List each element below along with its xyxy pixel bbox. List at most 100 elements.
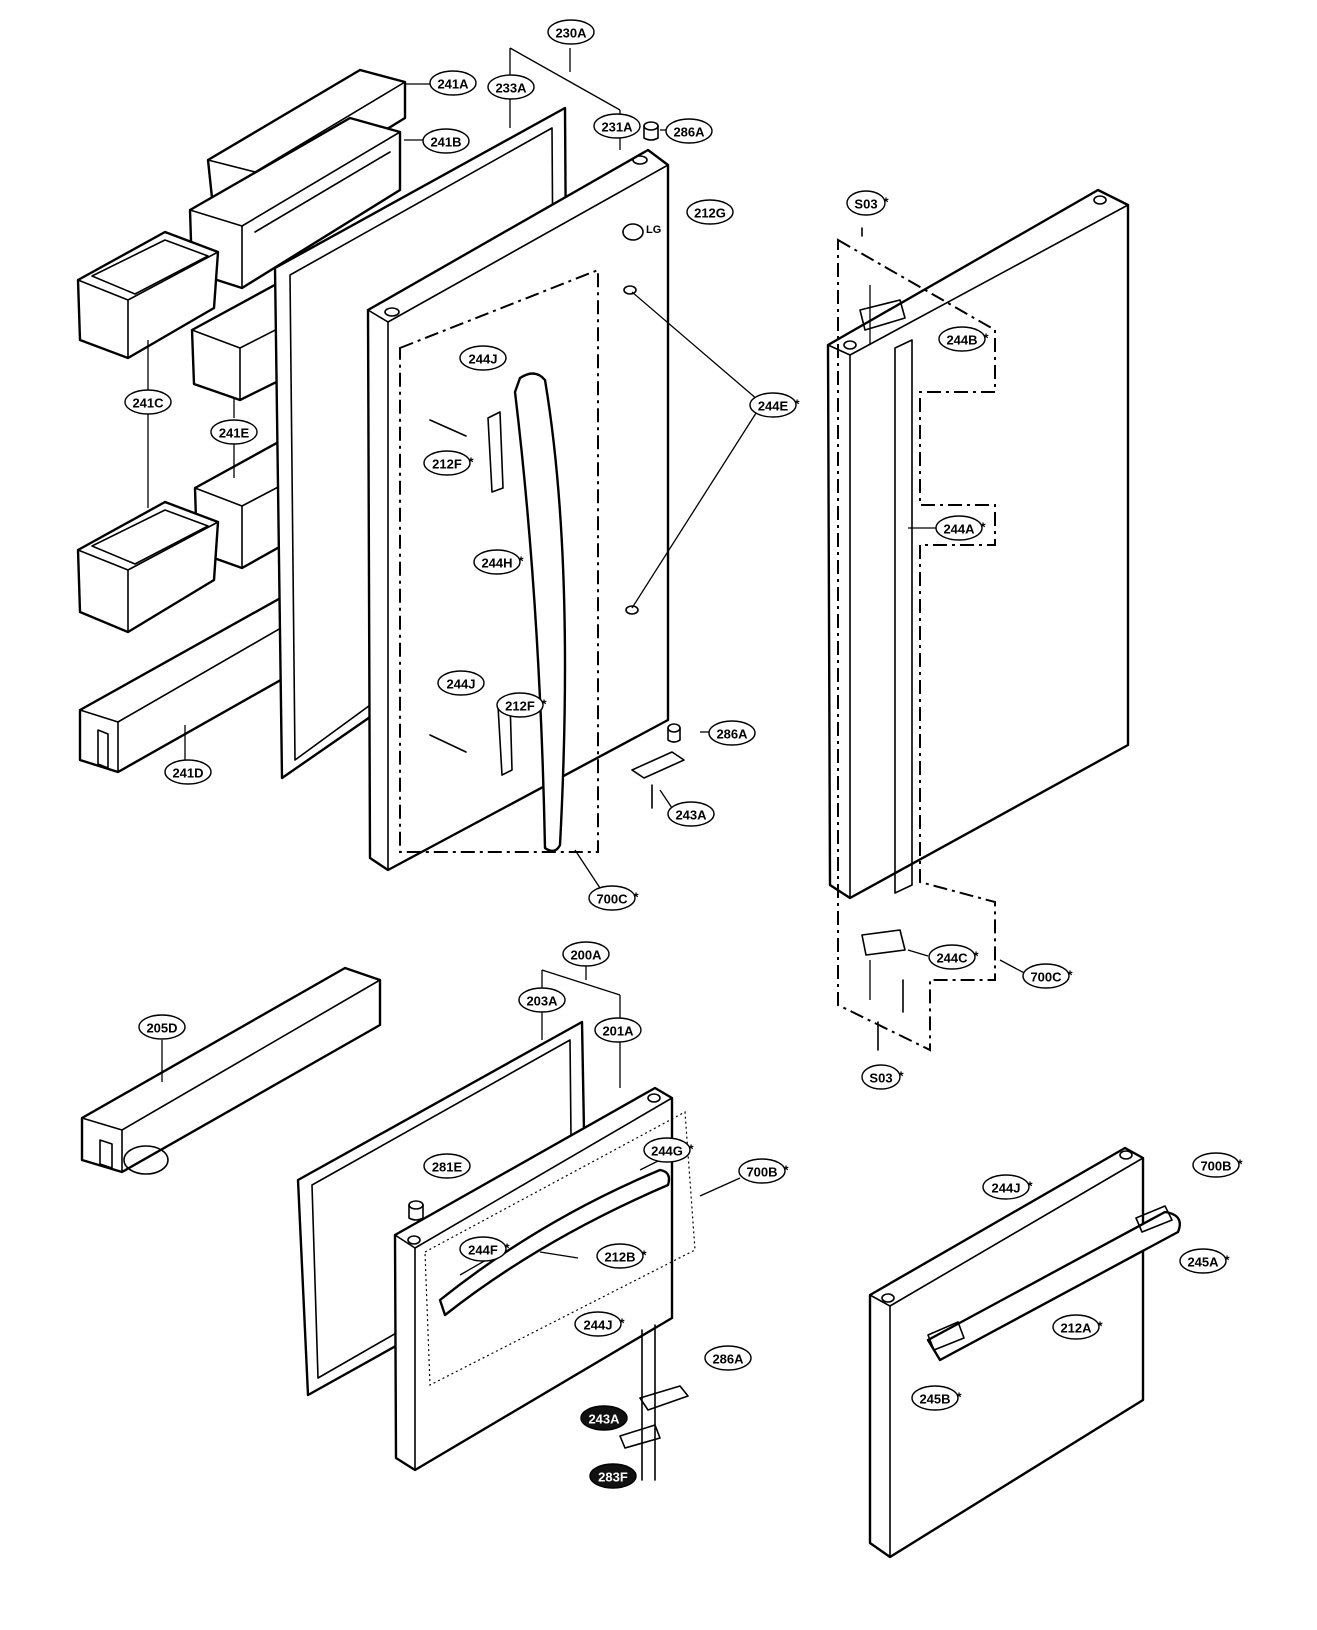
callout-201a: 201A [594, 1017, 642, 1043]
callout-212a: 212A* [1052, 1314, 1103, 1340]
callout-286a: 286A [665, 118, 713, 144]
asterisk-icon: * [1224, 1253, 1230, 1268]
callout-bubble [1052, 1314, 1100, 1340]
callout-bubble [562, 941, 610, 967]
asterisk-icon: * [688, 1142, 694, 1157]
callout-233a: 233A [487, 74, 535, 100]
callout-700c: 700C * [1022, 963, 1073, 989]
callout-bubble [704, 1345, 752, 1371]
asterisk-icon: * [1067, 968, 1073, 983]
callout-241a: 241A [429, 70, 477, 96]
callout-bubble [596, 1243, 644, 1269]
callout-244j: 244J [437, 670, 485, 696]
callout-bubble [124, 389, 172, 415]
callout-bubble [473, 549, 521, 575]
callout-bubble [423, 1153, 471, 1179]
callout-bubble [593, 113, 641, 139]
callout-244a: 244A* [935, 515, 986, 541]
callout-s03: S03* [861, 1064, 904, 1090]
door-bin-241c-upper [76, 230, 220, 360]
callout-bubble [846, 190, 886, 216]
callout-bubble [1192, 1152, 1240, 1178]
door-flap-244a [894, 339, 913, 894]
callout-bubble [982, 1174, 1030, 1200]
callout-244j: 244J* [574, 1311, 625, 1337]
callout-label: 205D [146, 1021, 177, 1036]
callout-700b: 700B* [738, 1158, 789, 1184]
callout-label: 283F [598, 1470, 628, 1485]
callout-label: 203A [526, 994, 558, 1009]
callout-bubble [459, 1236, 507, 1262]
cap-286a-middle [667, 723, 681, 743]
callout-bubble [574, 1311, 622, 1337]
callout-bubble [1022, 963, 1070, 989]
callout-283f: 283F [589, 1463, 637, 1489]
callout-bubble [588, 885, 636, 911]
callout-label: 231A [601, 120, 633, 135]
callout-286a: 286A [704, 1345, 752, 1371]
callout-label: 244J [992, 1181, 1021, 1196]
freezer-drawer-front-right [868, 1146, 1182, 1559]
callout-bubble [738, 1158, 786, 1184]
hinge-283f [619, 1424, 661, 1449]
callout-212f: 212F * [496, 692, 547, 718]
callout-286a: 286A [708, 720, 756, 746]
asterisk-icon: * [794, 397, 800, 412]
callout-label: 212F [505, 699, 535, 714]
hinge-243a-lower [639, 1385, 689, 1411]
callout-label: 244G [651, 1144, 683, 1159]
callout-label: 245A [1187, 1255, 1219, 1270]
callout-244h: 244H* [473, 549, 524, 575]
callout-label: 244B [946, 333, 977, 348]
callout-label: 244J [447, 677, 476, 692]
callout-243a: 243A [580, 1405, 628, 1431]
callout-bubble [686, 199, 734, 225]
asterisk-icon: * [541, 697, 547, 712]
callout-281e: 281E [423, 1153, 471, 1179]
callout-label: 230A [555, 26, 587, 41]
callout-s03: S03* [846, 190, 889, 216]
callout-label: 200A [570, 948, 602, 963]
callout-bubble [708, 720, 756, 746]
callout-244j: 244J* [982, 1174, 1033, 1200]
callout-bubble [935, 515, 983, 541]
callout-bubble [911, 1385, 959, 1411]
callout-244b: 244B* [938, 326, 989, 352]
callout-label: 700C [596, 892, 628, 907]
callout-label: 244H [481, 556, 512, 571]
callout-label: 241A [437, 77, 469, 92]
callout-bubble [210, 419, 258, 445]
callout-203a: 203A [518, 987, 566, 1013]
callout-bubble [487, 74, 535, 100]
door-handle-244h [513, 372, 567, 853]
callout-label: 281E [432, 1160, 463, 1175]
door-bin-205d [80, 966, 382, 1175]
asterisk-icon: * [783, 1163, 789, 1178]
callout-bubble [429, 70, 477, 96]
callout-label: 212B [604, 1250, 635, 1265]
callout-244g: 244G * [643, 1137, 694, 1163]
callout-231a: 231A [593, 113, 641, 139]
kit-boundary-700c-right [837, 238, 996, 1052]
callout-label: 286A [673, 125, 705, 140]
callout-label: 241B [430, 135, 461, 150]
callout-bubble [749, 392, 797, 418]
leader-lines [147, 47, 1029, 1276]
callout-bubble [423, 450, 471, 476]
asterisk-icon: * [633, 890, 639, 905]
callout-230a: 230A [547, 19, 595, 45]
callout-205d: 205D [138, 1014, 186, 1040]
callout-bubble [580, 1405, 628, 1431]
callout-244f: 244F* [459, 1236, 510, 1262]
handle-end-245b [927, 1321, 965, 1351]
callout-244j: 244J [459, 345, 507, 371]
handle-bracket-upper [487, 411, 504, 493]
freezer-door-front [393, 1086, 696, 1481]
callout-label: 700C [1030, 970, 1062, 985]
callout-bubble [667, 801, 715, 827]
callout-label: S03 [854, 197, 877, 212]
callout-700b: 700B* [1192, 1152, 1243, 1178]
callout-200a: 200A [562, 941, 610, 967]
callout-245a: 245A * [1179, 1248, 1230, 1274]
